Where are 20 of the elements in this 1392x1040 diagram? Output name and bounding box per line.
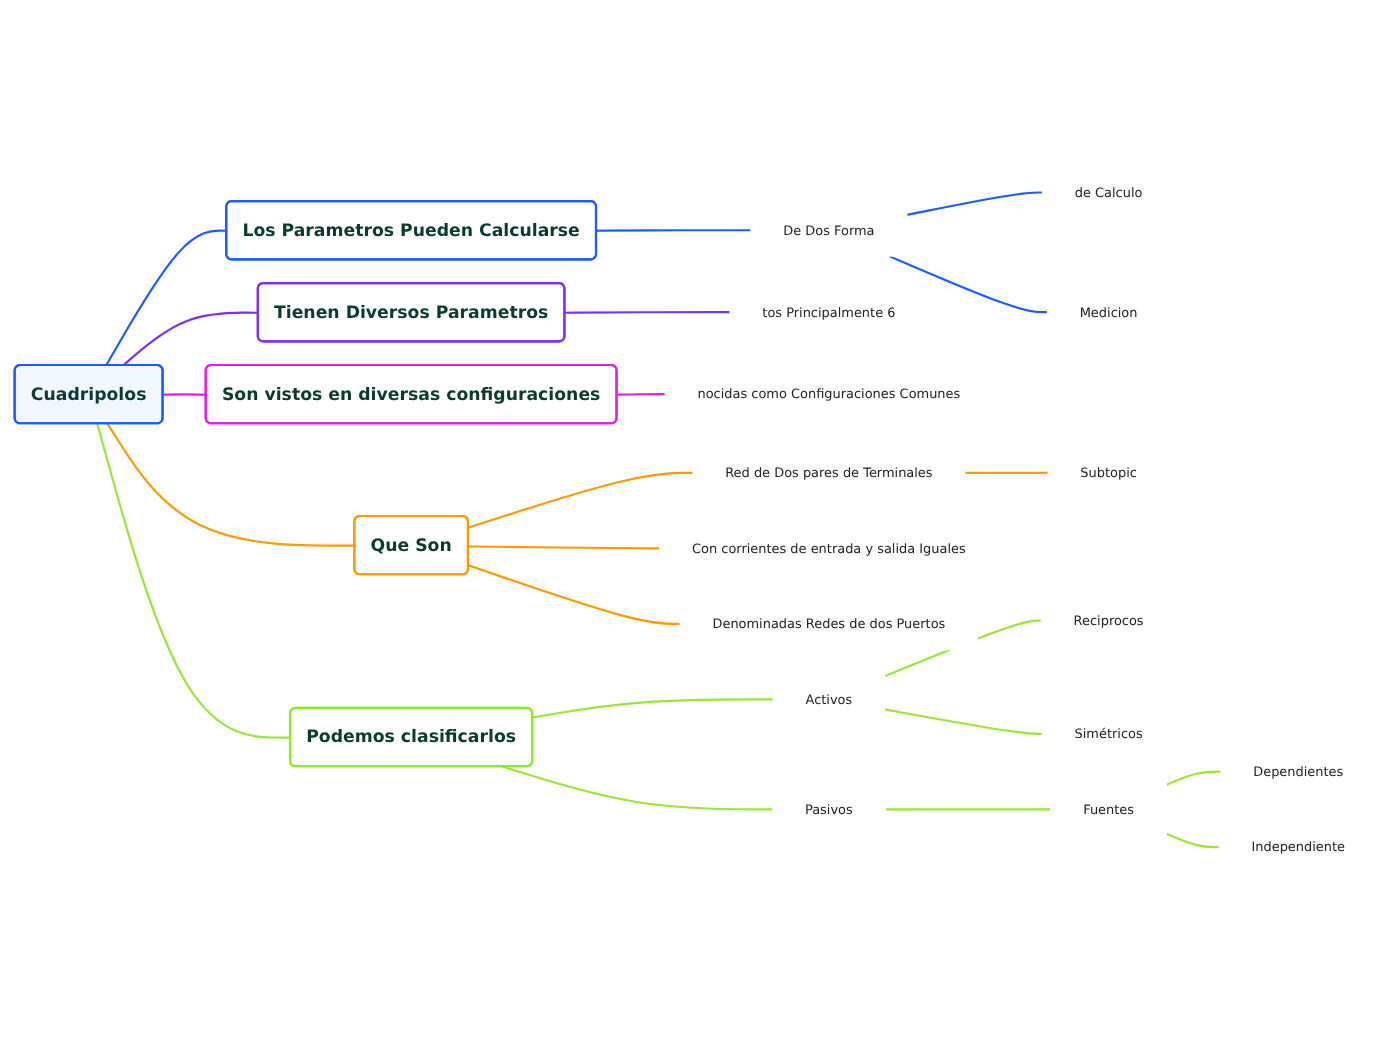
connector bbox=[964, 472, 1048, 475]
connector bbox=[1165, 770, 1221, 786]
connector bbox=[1165, 833, 1220, 849]
connector bbox=[163, 393, 207, 396]
connector bbox=[502, 765, 773, 811]
connector bbox=[106, 423, 355, 547]
connector bbox=[468, 564, 681, 626]
connector bbox=[122, 311, 259, 367]
connector bbox=[617, 393, 666, 396]
connector bbox=[532, 698, 774, 719]
connector bbox=[885, 808, 1051, 811]
connector bbox=[468, 545, 660, 550]
connector bbox=[596, 229, 751, 233]
connector bbox=[105, 229, 227, 367]
connector bbox=[906, 191, 1043, 217]
connector bbox=[884, 708, 1043, 736]
connector bbox=[468, 472, 693, 529]
connector bbox=[888, 255, 1048, 314]
connector bbox=[96, 423, 291, 739]
connector bbox=[564, 311, 730, 315]
